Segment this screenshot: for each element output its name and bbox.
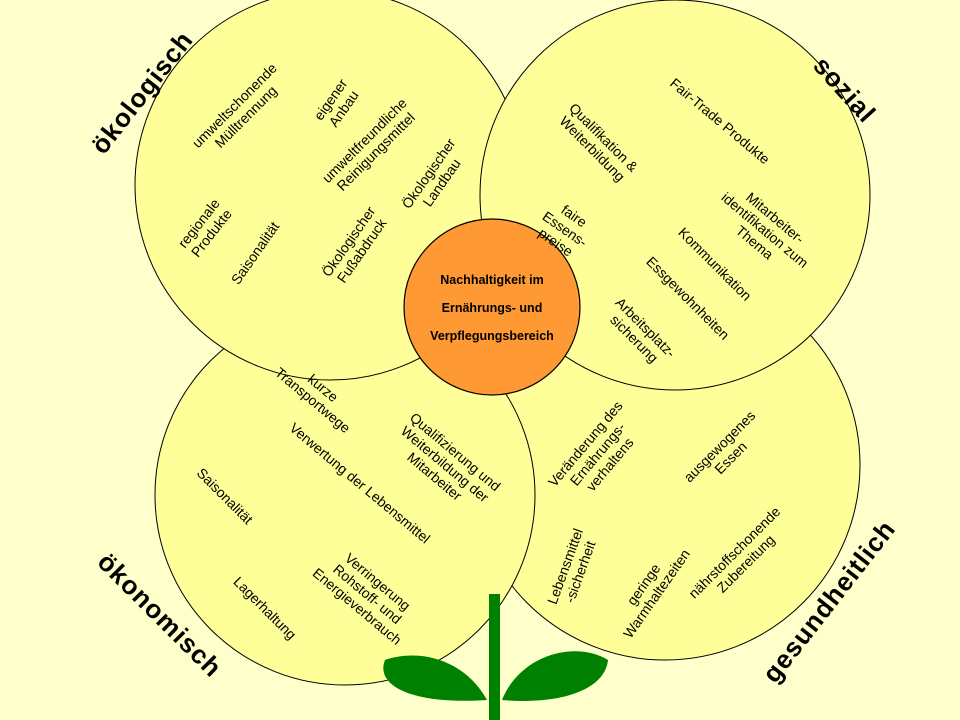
leaf-right bbox=[502, 651, 608, 701]
center-title-line2: Ernährungs- und bbox=[441, 301, 543, 315]
center-title-line3: Verpflegungsbereich bbox=[430, 329, 554, 343]
leaf-left bbox=[383, 655, 487, 701]
flower-center bbox=[403, 218, 581, 396]
center-title-line1: Nachhaltigkeit im bbox=[440, 273, 544, 287]
stem bbox=[489, 594, 500, 720]
